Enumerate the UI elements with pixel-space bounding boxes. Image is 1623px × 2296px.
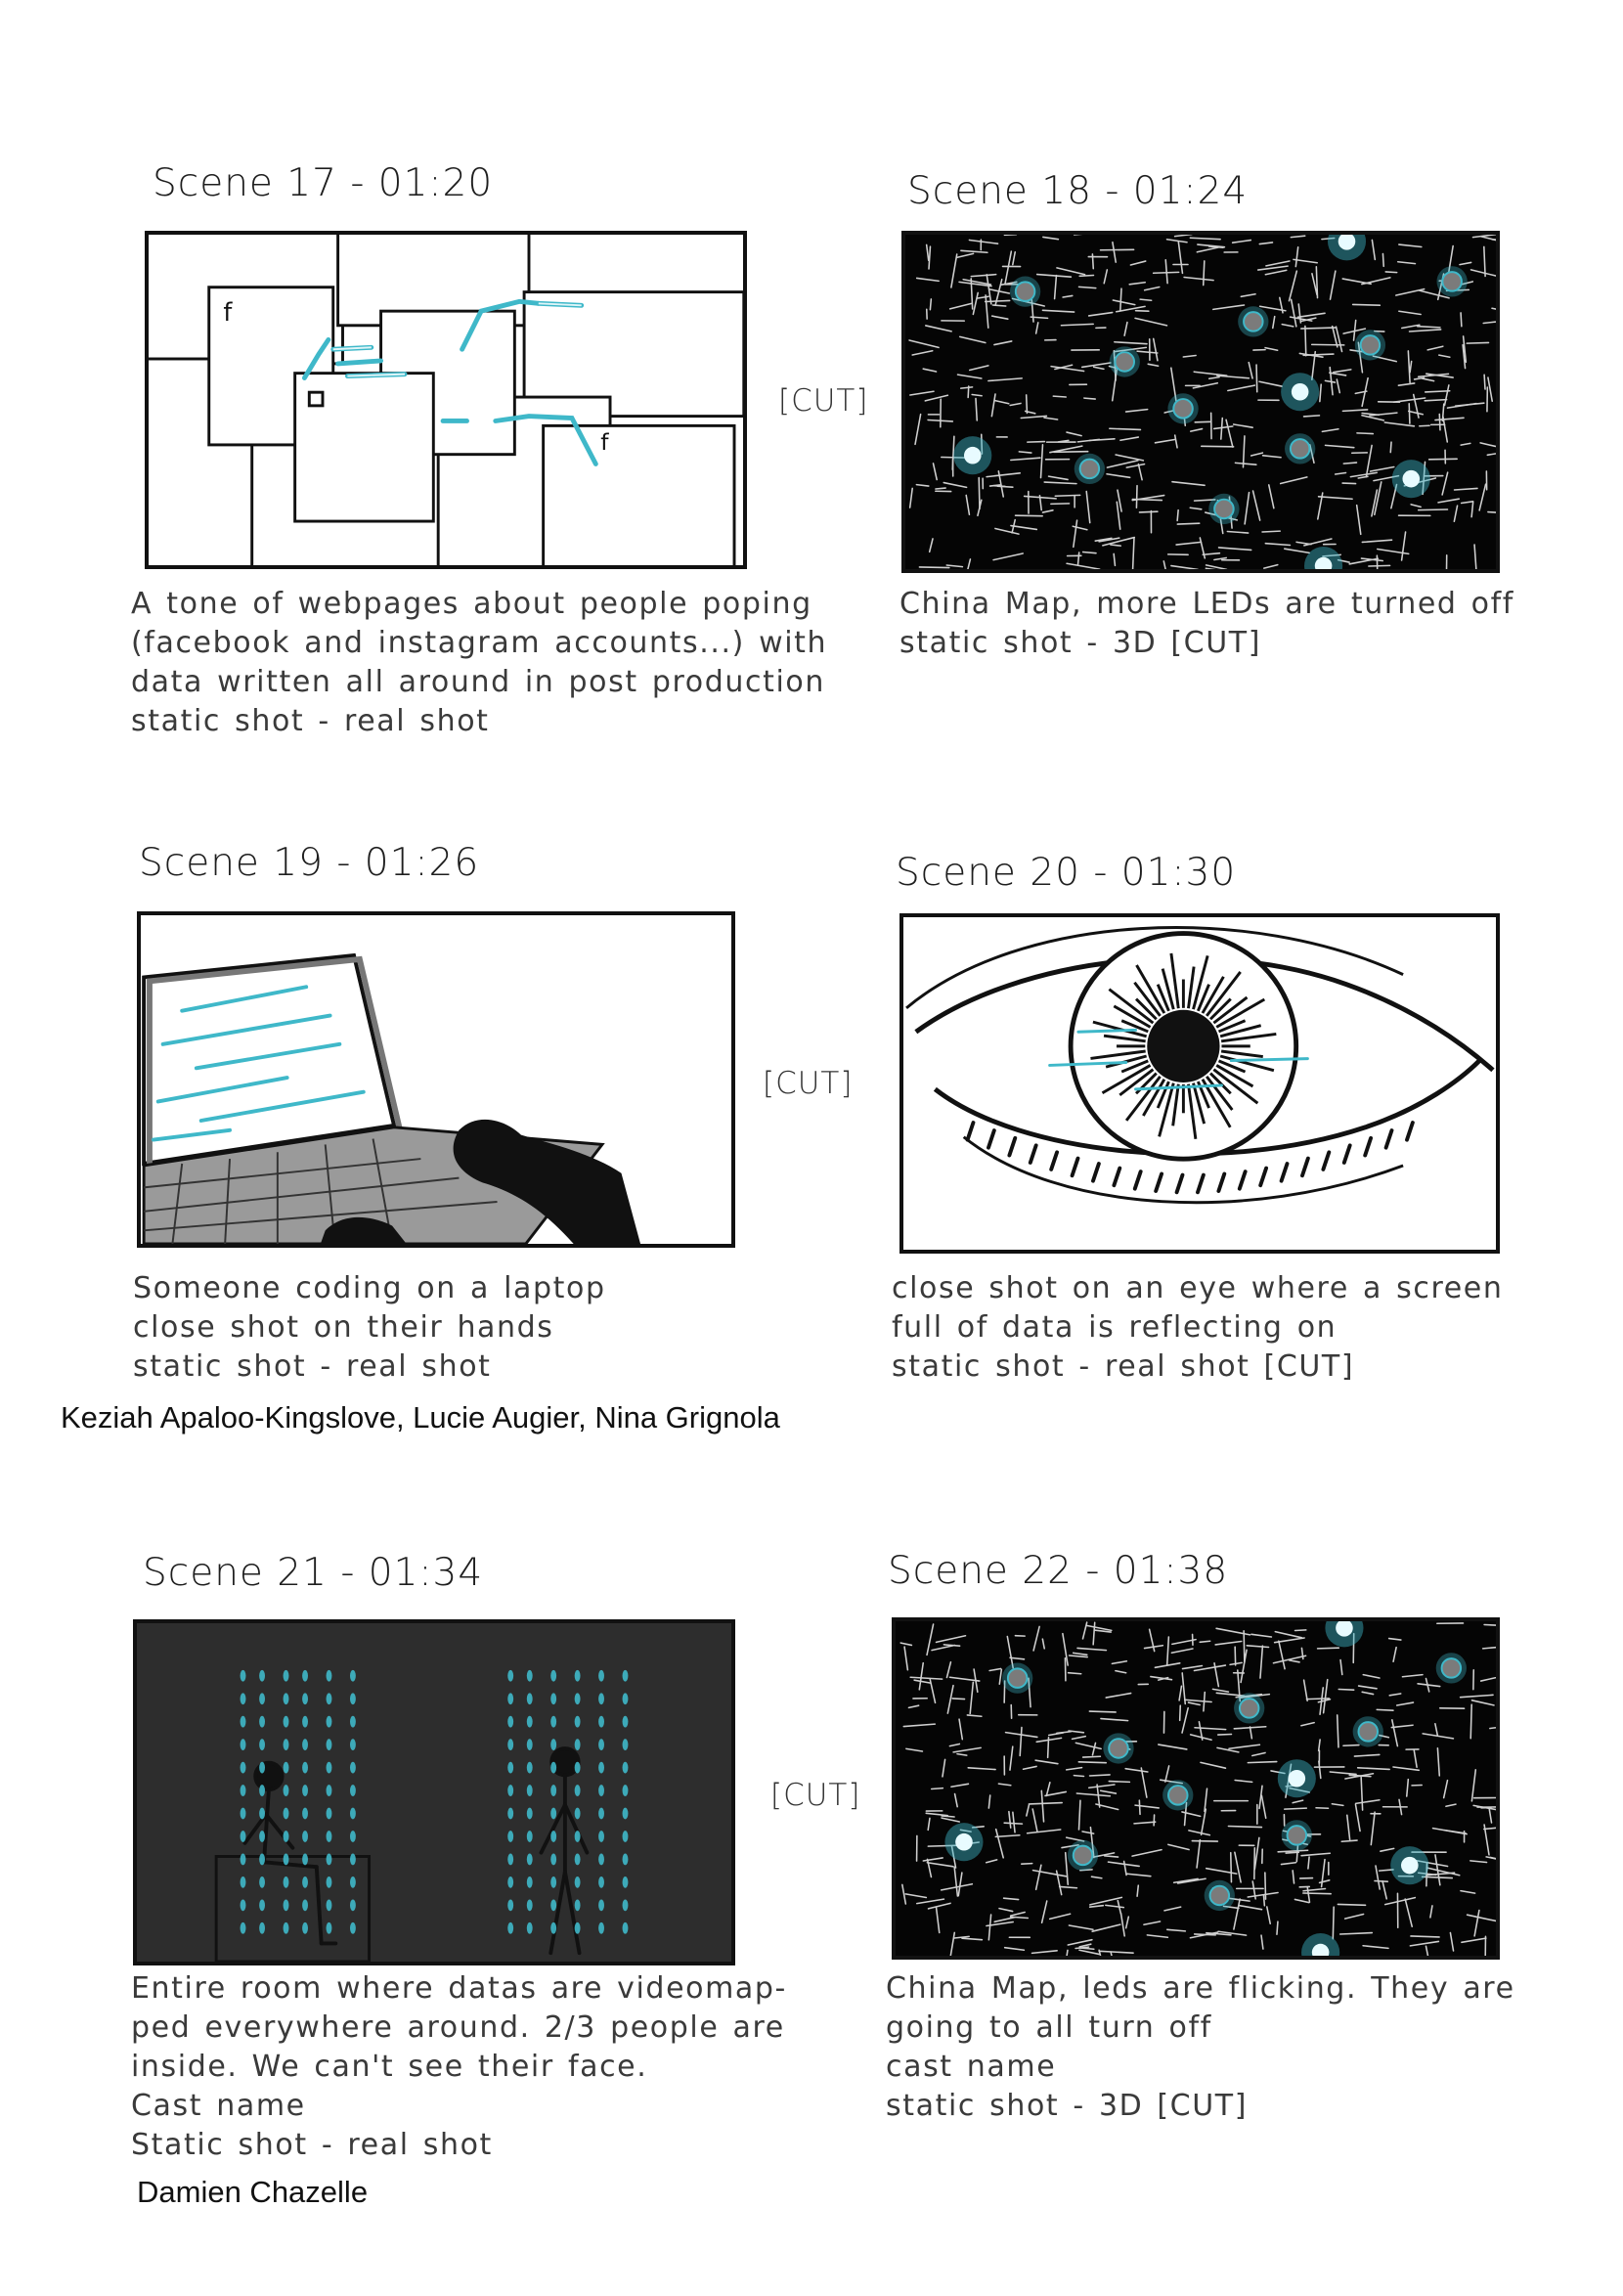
scene-18-description: China Map, more LEDs are turned off stat…	[899, 585, 1514, 663]
desc-line: full of data is reflecting on	[892, 1310, 1338, 1345]
cut-marker: [CUT]	[1157, 2089, 1248, 2123]
scene-18-title: Scene 18 - 01:24	[907, 169, 1249, 213]
desc-line: static shot - real shot	[131, 704, 490, 738]
scene-22-frame	[892, 1617, 1500, 1960]
desc-line: China Map, leds are flicking. They are	[886, 1971, 1515, 2006]
china-map-leds	[899, 1621, 1496, 1956]
scene-19-description: Someone coding on a laptop close shot on…	[133, 1269, 606, 1387]
desc-line: going to all turn off	[886, 2010, 1212, 2045]
desc-line: A tone of webpages about people poping	[131, 587, 812, 621]
scene-21-frame	[133, 1619, 735, 1965]
cut-marker-3: [CUT]	[770, 1778, 861, 1813]
cut-marker: [CUT]	[1263, 1349, 1355, 1384]
desc-line: Static shot - real shot	[131, 2128, 493, 2162]
scene-18-frame	[901, 231, 1500, 573]
scene-17-title: Scene 17 - 01:20	[153, 161, 494, 205]
videomapped-room	[214, 1669, 629, 1962]
authors-credit: Keziah Apaloo-Kingslove, Lucie Augier, N…	[61, 1400, 780, 1435]
svg-text:f: f	[223, 297, 233, 327]
desc-line: Someone coding on a laptop	[133, 1271, 606, 1305]
scene-21-description: Entire room where datas are videomap- pe…	[131, 1969, 787, 2165]
scene-20-title: Scene 20 - 01:30	[896, 851, 1237, 895]
cut-marker: [CUT]	[1170, 626, 1261, 660]
desc-line: static shot - real shot[CUT]	[892, 1349, 1355, 1384]
scene-19-title: Scene 19 - 01:26	[139, 841, 480, 885]
desc-line: (facebook and instagram accounts...) wit…	[131, 626, 828, 660]
desc-line: inside. We can't see their face.	[131, 2050, 648, 2084]
scene-17-frame: f f	[145, 231, 747, 569]
cut-marker-2: [CUT]	[763, 1066, 854, 1101]
scene-20-description: close shot on an eye where a screen full…	[892, 1269, 1503, 1387]
webpages-sketch: f f	[149, 235, 743, 565]
desc-line: static shot - 3D[CUT]	[886, 2089, 1248, 2123]
scene-17-description: A tone of webpages about people poping (…	[131, 585, 827, 741]
scene-19-frame	[137, 911, 735, 1248]
scene-20-frame	[899, 913, 1500, 1254]
laptop-hands-sketch	[142, 952, 641, 1244]
desc-line: China Map, more LEDs are turned off	[899, 587, 1514, 621]
desc-line: Cast name	[131, 2089, 306, 2123]
scene-22-description: China Map, leds are flicking. They are g…	[886, 1969, 1515, 2126]
scene-22-title: Scene 22 - 01:38	[888, 1549, 1229, 1593]
scene-21-title: Scene 21 - 01:34	[143, 1551, 484, 1595]
desc-line: data written all around in post producti…	[131, 665, 825, 699]
desc-line: static shot - real shot	[133, 1349, 492, 1384]
desc-line: ped everywhere around. 2/3 people are	[131, 2010, 785, 2045]
eye-sketch	[905, 926, 1495, 1205]
desc-line: close shot on their hands	[133, 1310, 554, 1345]
china-map-leds	[908, 235, 1496, 569]
desc-line: Entire room where datas are videomap-	[131, 1971, 787, 2006]
desc-line: static shot - 3D[CUT]	[899, 626, 1261, 660]
desc-line: close shot on an eye where a screen	[892, 1271, 1504, 1305]
director-credit: Damien Chazelle	[137, 2175, 369, 2209]
desc-line: cast name	[886, 2050, 1057, 2084]
svg-text:f: f	[600, 428, 609, 456]
cut-marker-1: [CUT]	[778, 383, 869, 419]
